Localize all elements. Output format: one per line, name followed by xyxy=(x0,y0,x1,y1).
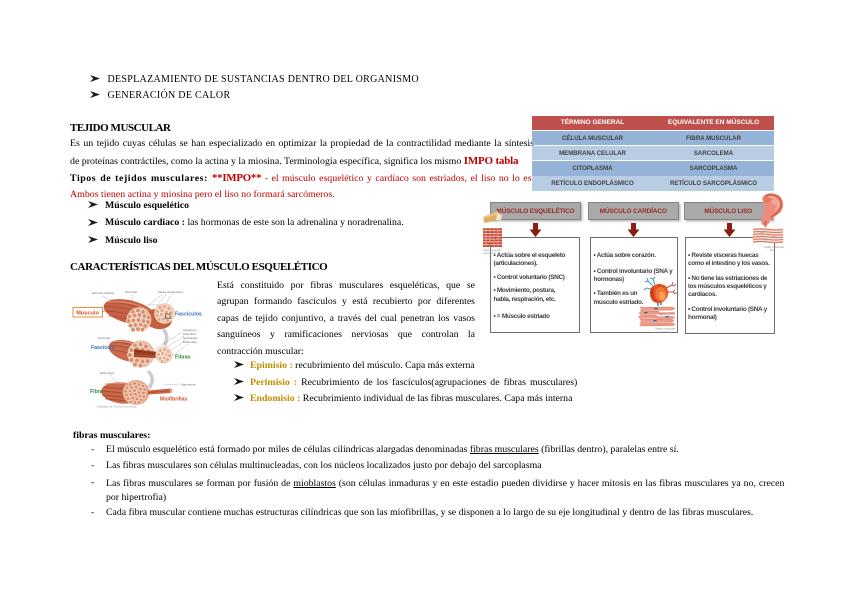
svg-text:Endomisio: Endomisio xyxy=(100,371,114,375)
svg-text:Fibra: Fibra xyxy=(90,389,103,395)
svg-text:Tejido muscular: Tejido muscular xyxy=(483,248,501,252)
svg-text:Distrofina: Distrofina xyxy=(183,332,196,336)
svg-text:Sarcolema: Sarcolema xyxy=(181,383,196,387)
svg-text:cardíaco: cardíaco xyxy=(659,330,670,334)
svg-text:Músculo: Músculo xyxy=(76,311,99,317)
svg-text:Integrina y: Integrina y xyxy=(183,328,198,332)
svg-text:Tejido muscular: Tejido muscular xyxy=(655,327,675,331)
svg-text:Fascículo: Fascículo xyxy=(91,345,115,351)
svg-text:Perimisio: Perimisio xyxy=(98,336,111,340)
svg-text:Epimisio (fascia): Epimisio (fascia) xyxy=(92,291,114,295)
svg-text:Tejido muscular: Tejido muscular xyxy=(764,245,784,249)
svg-text:(proteínas): (proteínas) xyxy=(183,336,198,340)
svg-text:Adaptado de Tortora y Derricks: Adaptado de Tortora y Derrickson xyxy=(97,405,137,409)
svg-text:liso: liso xyxy=(770,248,775,252)
svg-text:Miofibrillas: Miofibrillas xyxy=(160,397,187,403)
svg-text:Endomisio: Endomisio xyxy=(183,340,197,344)
svg-text:Fascículos: Fascículos xyxy=(175,312,202,318)
svg-text:Fibras: Fibras xyxy=(175,355,191,361)
svg-text:esquelético: esquelético xyxy=(483,251,497,255)
svg-text:Vasos sanguíneos: Vasos sanguíneos xyxy=(158,290,183,294)
svg-text:Perimisio: Perimisio xyxy=(125,290,138,294)
